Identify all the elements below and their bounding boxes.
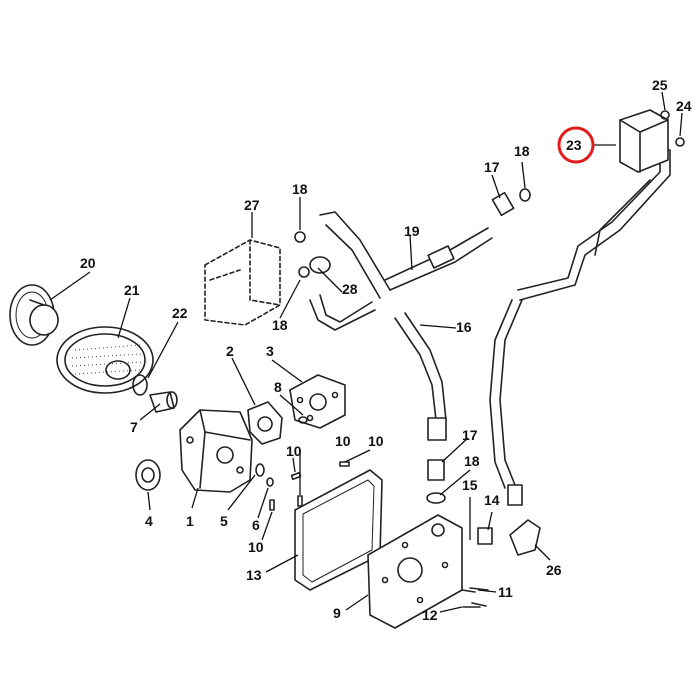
callout-13[interactable]: 13: [246, 567, 262, 583]
callout-23-highlight-ring: [557, 126, 595, 164]
part-24-ring: [675, 137, 685, 147]
callout-2[interactable]: 2: [226, 343, 234, 359]
callout-10-d[interactable]: 10: [248, 539, 264, 555]
callout-18-c[interactable]: 18: [272, 317, 288, 333]
callout-9[interactable]: 9: [333, 605, 341, 621]
callout-14[interactable]: 14: [484, 492, 500, 508]
callout-28[interactable]: 28: [342, 281, 358, 297]
callout-18-a[interactable]: 18: [514, 143, 530, 159]
part-18-seal-a: [294, 231, 306, 243]
part-10-pin-a: [290, 471, 302, 481]
callout-19[interactable]: 19: [404, 223, 420, 239]
callout-10-b[interactable]: 10: [335, 433, 351, 449]
part-4-gear: [135, 459, 161, 491]
callout-1[interactable]: 1: [186, 513, 194, 529]
part-23-pipe-assembly: [489, 109, 671, 506]
callout-3[interactable]: 3: [266, 343, 274, 359]
callout-labels: 20 21 22 2 3 8 7 4 1 5 6 10 10 10 10 13 …: [80, 77, 692, 623]
part-11-bolt: [461, 587, 489, 593]
part-17-fitting-bottom: [427, 459, 445, 481]
callout-18-b[interactable]: 18: [292, 181, 308, 197]
part-28-tube: [309, 256, 376, 331]
part-20-pulley: [9, 284, 59, 346]
part-16-hose: [394, 312, 447, 441]
part-22-ring: [132, 374, 148, 396]
part-12-bolt: [462, 602, 487, 608]
callout-18-d[interactable]: 18: [464, 453, 480, 469]
callout-21[interactable]: 21: [124, 282, 140, 298]
part-5-seal: [255, 463, 265, 477]
callout-4[interactable]: 4: [145, 513, 153, 529]
part-2-gasket: [247, 401, 283, 445]
callout-7[interactable]: 7: [130, 419, 138, 435]
part-18-seal-b: [298, 266, 310, 278]
callout-8[interactable]: 8: [274, 379, 282, 395]
part-9-cover-plate: [367, 514, 463, 629]
part-19-hose: [319, 211, 493, 299]
part-8-oring: [298, 416, 308, 424]
callout-20[interactable]: 20: [80, 255, 96, 271]
callout-26[interactable]: 26: [546, 562, 562, 578]
callout-23[interactable]: 23: [566, 137, 582, 153]
callout-12[interactable]: 12: [422, 607, 438, 623]
callout-16[interactable]: 16: [456, 319, 472, 335]
part-18-seal-c: [426, 492, 446, 504]
callout-24[interactable]: 24: [676, 98, 692, 114]
part-21-filter: [56, 326, 154, 394]
part-14-fitting: [477, 527, 493, 545]
callout-27[interactable]: 27: [244, 197, 260, 213]
part-3-cover: [289, 374, 346, 429]
part-10-pin-b: [269, 499, 275, 511]
part-10-pin-c: [297, 495, 303, 507]
callout-10-c[interactable]: 10: [368, 433, 384, 449]
part-10-pin-d: [339, 461, 350, 467]
callout-15[interactable]: 15: [462, 477, 478, 493]
callout-22[interactable]: 22: [172, 305, 188, 321]
callout-17-b[interactable]: 17: [462, 427, 478, 443]
part-25-ring: [660, 110, 670, 120]
part-27-housing-phantom: [204, 239, 281, 326]
callout-17-a[interactable]: 17: [484, 159, 500, 175]
callout-10-a[interactable]: 10: [286, 443, 302, 459]
callout-25[interactable]: 25: [652, 77, 668, 93]
part-1-pump-body: [179, 409, 253, 493]
callout-11[interactable]: 11: [498, 584, 513, 600]
callout-6[interactable]: 6: [252, 517, 260, 533]
leader-lines: [49, 91, 683, 613]
part-26-elbow: [509, 519, 541, 556]
part-6-seal: [266, 477, 274, 487]
part-17-fitting-top: [491, 188, 531, 217]
callout-5[interactable]: 5: [220, 513, 228, 529]
